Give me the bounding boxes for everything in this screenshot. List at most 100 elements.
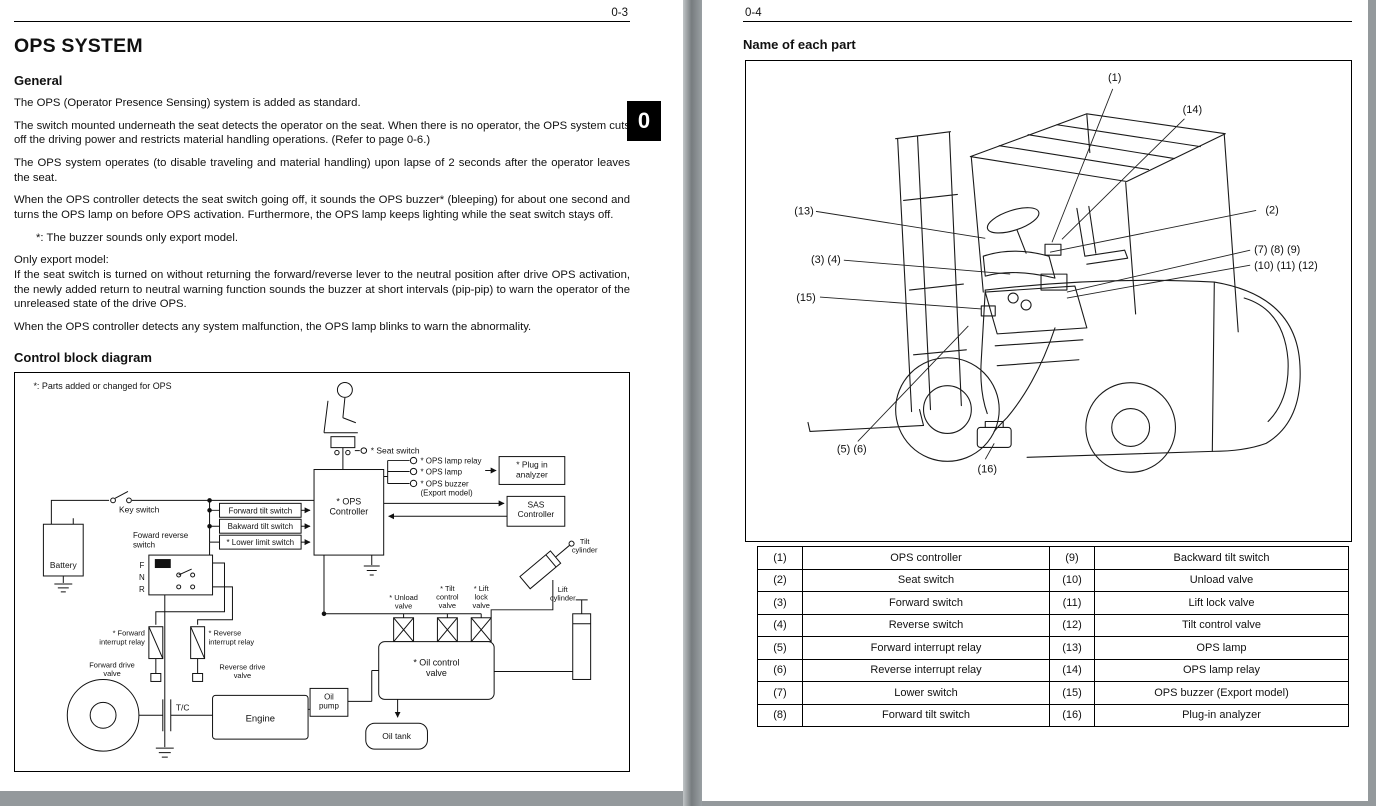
- page-header: 0-3: [14, 0, 630, 22]
- page-number: 0-4: [745, 7, 762, 19]
- plug-in-analyzer-box: [498, 455, 566, 485]
- label-key-switch: Key switch: [119, 504, 160, 514]
- callout-10-11-12: (10) (11) (12): [1254, 260, 1318, 272]
- paragraph: When the OPS controller detects any syst…: [14, 321, 532, 334]
- part-number: (15): [1049, 681, 1095, 705]
- part-name: Forward tilt switch: [802, 703, 1050, 727]
- export-model-label: Only export model:: [14, 254, 109, 267]
- label-n: N: [139, 573, 145, 582]
- label-engine: Engine: [246, 713, 275, 724]
- part-name: OPS controller: [802, 546, 1050, 570]
- table-row: (7) Lower switch (15) OPS buzzer (Export…: [757, 681, 1349, 705]
- bakward-tilt-switch-box: [219, 518, 302, 534]
- label-forward-tilt-switch: Forward tilt switch: [228, 506, 292, 515]
- page-gutter-shadow: [683, 0, 702, 806]
- lift-lock-valve-box: [470, 617, 492, 642]
- oil-control-valve-box: [378, 640, 495, 700]
- callout-3-4: (3) (4): [811, 254, 841, 266]
- page-title: OPS SYSTEM: [14, 35, 143, 57]
- chapter-tab: 0: [627, 101, 661, 141]
- key-switch-icon: [110, 490, 132, 503]
- part-number: (2): [757, 568, 803, 592]
- part-name: OPS lamp: [1094, 636, 1349, 660]
- part-name: Reverse interrupt relay: [802, 658, 1050, 682]
- seat-switch-icon: [323, 381, 368, 456]
- label-oil-tank: Oil tank: [382, 731, 411, 741]
- part-number: (16): [1049, 703, 1095, 727]
- unload-valve-box: [393, 617, 415, 642]
- callout-14: (14): [1183, 104, 1202, 116]
- part-number: (4): [757, 613, 803, 637]
- page-number: 0-3: [611, 7, 628, 19]
- part-number: (14): [1049, 658, 1095, 682]
- label-ops-buzzer: * OPS buzzer(Export model): [421, 479, 474, 497]
- lower-limit-switch-box: [219, 534, 302, 550]
- part-name: Lift lock valve: [1094, 591, 1349, 615]
- torque-converter-icon: [66, 678, 172, 752]
- oil-tank-box: [365, 722, 428, 750]
- page-header: 0-4: [743, 0, 1352, 22]
- part-number: (11): [1049, 591, 1095, 615]
- page-0-4: 0-4 Name of each part: [702, 0, 1368, 801]
- reverse-interrupt-relay-box: [190, 625, 206, 682]
- part-name: Seat switch: [802, 568, 1050, 592]
- part-name: Lower switch: [802, 681, 1050, 705]
- part-name: Unload valve: [1094, 568, 1349, 592]
- table-row: (6) Reverse interrupt relay (14) OPS lam…: [757, 658, 1349, 682]
- label-r: R: [139, 585, 145, 594]
- callout-7-8-9: (7) (8) (9): [1254, 244, 1300, 256]
- part-number: (9): [1049, 546, 1095, 570]
- forklift-figure: (1) (14) (13) (2) (3) (4) (7) (8) (9) (1…: [745, 60, 1352, 542]
- paragraph: The OPS system operates (to disable trav…: [14, 157, 630, 184]
- label-f: F: [139, 561, 144, 570]
- callout-1: (1): [1108, 72, 1121, 84]
- paragraph: The switch mounted underneath the seat d…: [14, 119, 630, 147]
- paragraph: If the seat switch is turned on without …: [14, 269, 630, 311]
- tilt-control-valve-box: [436, 617, 458, 642]
- part-name: Backward tilt switch: [1094, 546, 1349, 570]
- part-number: (3): [757, 591, 803, 615]
- table-row: (2) Seat switch (10) Unload valve: [757, 568, 1349, 592]
- forward-interrupt-relay-box: [148, 625, 164, 682]
- forward-reverse-switch-box: [148, 554, 214, 596]
- callout-16: (16): [978, 463, 997, 475]
- engine-box: [212, 694, 309, 740]
- part-name: OPS buzzer (Export model): [1094, 681, 1349, 705]
- callout-leader-lines: [815, 88, 1257, 460]
- label-bakward-tilt-switch: Bakward tilt switch: [228, 522, 293, 531]
- part-number: (6): [757, 658, 803, 682]
- callout-15: (15): [796, 292, 815, 304]
- section-heading-general: General: [14, 73, 63, 88]
- part-name: Forward switch: [802, 591, 1050, 615]
- diagram-wires: [50, 447, 573, 758]
- section-heading-control-block-diagram: Control block diagram: [14, 349, 152, 365]
- ops-controller-box: [313, 468, 385, 556]
- part-number: (5): [757, 636, 803, 660]
- label-battery: Battery: [50, 560, 78, 570]
- section-heading-name-of-each-part: Name of each part: [743, 37, 856, 52]
- part-number: (1): [757, 546, 803, 570]
- part-number: (12): [1049, 613, 1095, 637]
- part-name: OPS lamp relay: [1094, 658, 1349, 682]
- part-number: (10): [1049, 568, 1095, 592]
- control-block-diagram-svg: *: Parts added or changed for OPS * Seat…: [33, 381, 598, 758]
- table-row: (8) Forward tilt switch (16) Plug-in ana…: [757, 703, 1349, 727]
- part-number: (8): [757, 703, 803, 727]
- part-name: Forward interrupt relay: [802, 636, 1050, 660]
- diagram-note: *: Parts added or changed for OPS: [33, 381, 171, 391]
- oil-pump-box: [309, 687, 349, 717]
- ops-output-circles: [409, 456, 418, 487]
- table-row: (1) OPS controller (9) Backward tilt swi…: [757, 546, 1349, 570]
- callout-2: (2): [1265, 204, 1278, 216]
- table-row: (4) Reverse switch (12) Tilt control val…: [757, 613, 1349, 637]
